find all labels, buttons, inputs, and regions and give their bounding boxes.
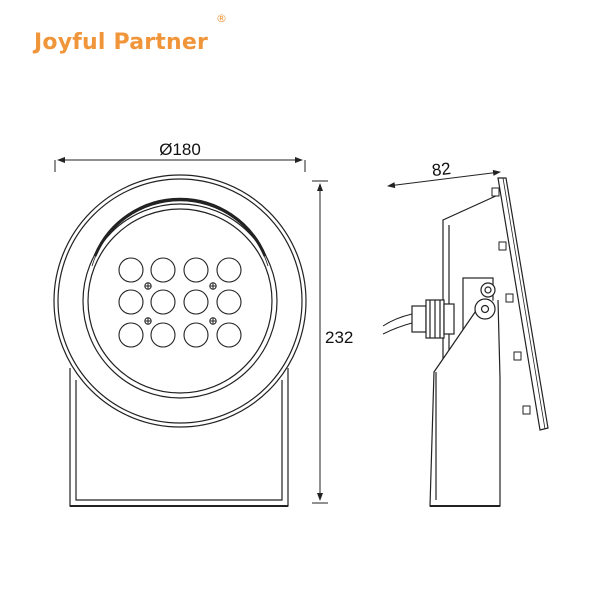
led-lens bbox=[216, 257, 242, 283]
side-bolt bbox=[498, 241, 507, 251]
side-bolt-group bbox=[491, 187, 531, 415]
led-lens bbox=[183, 322, 209, 348]
front-view bbox=[53, 174, 307, 507]
led-lens bbox=[150, 257, 176, 283]
depth-dimension bbox=[387, 169, 501, 189]
led-lens bbox=[150, 322, 176, 348]
front-outer-ring bbox=[53, 174, 307, 428]
side-front-plate bbox=[497, 177, 549, 431]
led-lens bbox=[150, 289, 176, 315]
height-dimension bbox=[312, 180, 328, 504]
height-label: 232 bbox=[325, 328, 353, 347]
diameter-label: Ø180 bbox=[159, 140, 201, 159]
side-view bbox=[382, 177, 549, 507]
screw bbox=[144, 317, 152, 325]
side-bolt bbox=[522, 405, 531, 415]
led-lens bbox=[118, 289, 144, 315]
led-lens bbox=[216, 289, 242, 315]
screw-group bbox=[144, 282, 217, 325]
led-lens bbox=[183, 257, 209, 283]
front-inner-ring bbox=[82, 203, 278, 399]
screw bbox=[209, 282, 217, 290]
screw bbox=[209, 317, 217, 325]
led-lens bbox=[118, 257, 144, 283]
side-cable bbox=[382, 313, 413, 327]
side-bolt bbox=[491, 187, 500, 197]
side-bolt bbox=[505, 293, 514, 303]
diameter-dimension bbox=[54, 157, 306, 172]
registered-mark: ® bbox=[216, 12, 227, 25]
side-bolt bbox=[513, 351, 522, 361]
brand-logo: Joyful Partner bbox=[34, 30, 209, 55]
front-bracket-inner bbox=[75, 380, 283, 501]
led-lens bbox=[118, 322, 144, 348]
screw bbox=[144, 282, 152, 290]
led-lens bbox=[216, 322, 242, 348]
led-lens bbox=[183, 289, 209, 315]
depth-label: 82 bbox=[431, 159, 452, 180]
led-lens-group bbox=[118, 257, 242, 348]
